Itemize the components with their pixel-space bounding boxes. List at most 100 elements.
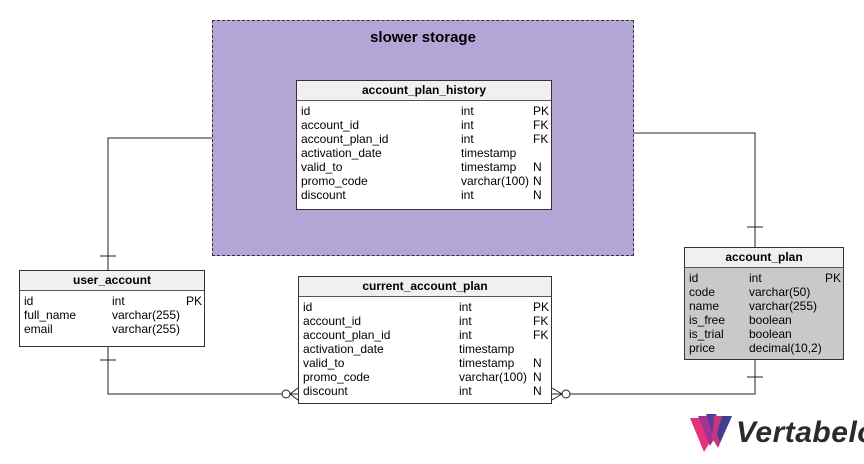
column-type: varchar(255) xyxy=(112,322,181,336)
column-row: full_name varchar(255) xyxy=(24,308,200,322)
column-type: timestamp xyxy=(459,356,515,370)
column-name: account_id xyxy=(303,314,362,328)
column-name: is_trial xyxy=(689,327,724,341)
column-key: PK xyxy=(533,300,550,314)
column-type: timestamp xyxy=(461,146,517,160)
column-name: discount xyxy=(301,188,346,202)
column-type: int xyxy=(461,118,474,132)
column-key: FK xyxy=(533,314,549,328)
column-key: N xyxy=(533,356,542,370)
column-type: int xyxy=(749,271,762,285)
column-row: account_id int FK xyxy=(303,314,549,328)
column-row: activation_date timestamp xyxy=(303,342,547,356)
column-type: varchar(50) xyxy=(749,285,811,299)
column-name: account_id xyxy=(301,118,360,132)
column-name: valid_to xyxy=(301,160,343,174)
column-type: int xyxy=(461,104,474,118)
column-row: id int PK xyxy=(689,271,842,285)
column-row: is_free boolean xyxy=(689,313,839,327)
column-row: code varchar(50) xyxy=(689,285,839,299)
column-type: boolean xyxy=(749,313,792,327)
column-name: full_name xyxy=(24,308,77,322)
column-key: N xyxy=(533,384,542,398)
table-title: user_account xyxy=(20,271,204,291)
column-type: int xyxy=(459,314,472,328)
column-key: N xyxy=(533,160,542,174)
column-name: id xyxy=(303,300,313,314)
column-name: name xyxy=(689,299,720,313)
column-name: valid_to xyxy=(303,356,345,370)
column-row: promo_code varchar(100)N xyxy=(301,174,547,188)
column-name: account_plan_id xyxy=(303,328,391,342)
column-key: PK xyxy=(533,104,550,118)
column-type: varchar(255) xyxy=(749,299,818,313)
column-name: is_free xyxy=(689,313,726,327)
column-row: activation_date timestamp xyxy=(301,146,547,160)
column-row: account_plan_id int FK xyxy=(301,132,549,146)
table-columns: id int PK full_name varchar(255) email varchar… xyxy=(20,291,204,336)
table-user-account[interactable]: user_account id int PK full_name varchar(255… xyxy=(19,270,205,347)
column-row: discount int N xyxy=(301,188,547,202)
column-key: FK xyxy=(533,328,549,342)
column-row: valid_to timestamp N xyxy=(301,160,547,174)
column-name: account_plan_id xyxy=(301,132,389,146)
column-type: int xyxy=(459,300,472,314)
column-row: email varchar(255) xyxy=(24,322,200,336)
column-key: N xyxy=(533,188,542,202)
column-type: timestamp xyxy=(459,342,515,356)
vertabelo-logo: Vertabelo xyxy=(688,410,864,460)
column-name: promo_code xyxy=(303,370,370,384)
column-name: id xyxy=(24,294,34,308)
rel-user-current xyxy=(107,347,282,395)
column-key: PK xyxy=(186,294,203,308)
table-title: current_account_plan xyxy=(299,277,551,297)
logo-text: Vertabelo xyxy=(736,416,864,449)
column-type: int xyxy=(461,188,474,202)
column-type: int xyxy=(461,132,474,146)
column-row: id int PK xyxy=(24,294,203,308)
column-type: varchar(100) xyxy=(459,370,528,384)
column-row: id int PK xyxy=(303,300,550,314)
column-row: valid_to timestamp N xyxy=(303,356,547,370)
column-type: decimal(10,2) xyxy=(749,341,822,355)
table-account-plan[interactable]: account_plan id int PK code varchar(50) name v… xyxy=(684,247,844,360)
column-row: account_id int FK xyxy=(301,118,549,132)
table-title: account_plan_history xyxy=(297,81,551,101)
column-row: is_trial boolean xyxy=(689,327,839,341)
column-name: activation_date xyxy=(301,146,382,160)
column-name: promo_code xyxy=(301,174,368,188)
column-type: varchar(100) xyxy=(461,174,530,188)
column-type: int xyxy=(459,384,472,398)
column-key: N xyxy=(533,370,542,384)
column-type: int xyxy=(459,328,472,342)
rel-plan-current xyxy=(570,360,756,395)
column-row: account_plan_id int FK xyxy=(303,328,549,342)
column-type: boolean xyxy=(749,327,792,341)
column-key: N xyxy=(533,174,542,188)
column-row: price decimal(10,2) xyxy=(689,341,839,355)
table-title: account_plan xyxy=(685,248,843,268)
column-type: varchar(255) xyxy=(112,308,181,322)
column-type: int xyxy=(112,294,125,308)
column-row: promo_code varchar(100) N xyxy=(303,370,547,384)
column-name: code xyxy=(689,285,716,299)
zone-title: slower storage xyxy=(370,29,476,46)
column-row: name varchar(255) xyxy=(689,299,839,313)
vertabelo-logo-icon xyxy=(690,414,732,452)
column-row: id int PK xyxy=(301,104,550,118)
column-name: price xyxy=(689,341,716,355)
column-name: id xyxy=(301,104,311,118)
column-key: FK xyxy=(533,118,549,132)
column-name: id xyxy=(689,271,699,285)
column-name: email xyxy=(24,322,53,336)
column-type: timestamp xyxy=(461,160,517,174)
column-key: FK xyxy=(533,132,549,146)
column-key: PK xyxy=(825,271,842,285)
column-name: activation_date xyxy=(303,342,384,356)
